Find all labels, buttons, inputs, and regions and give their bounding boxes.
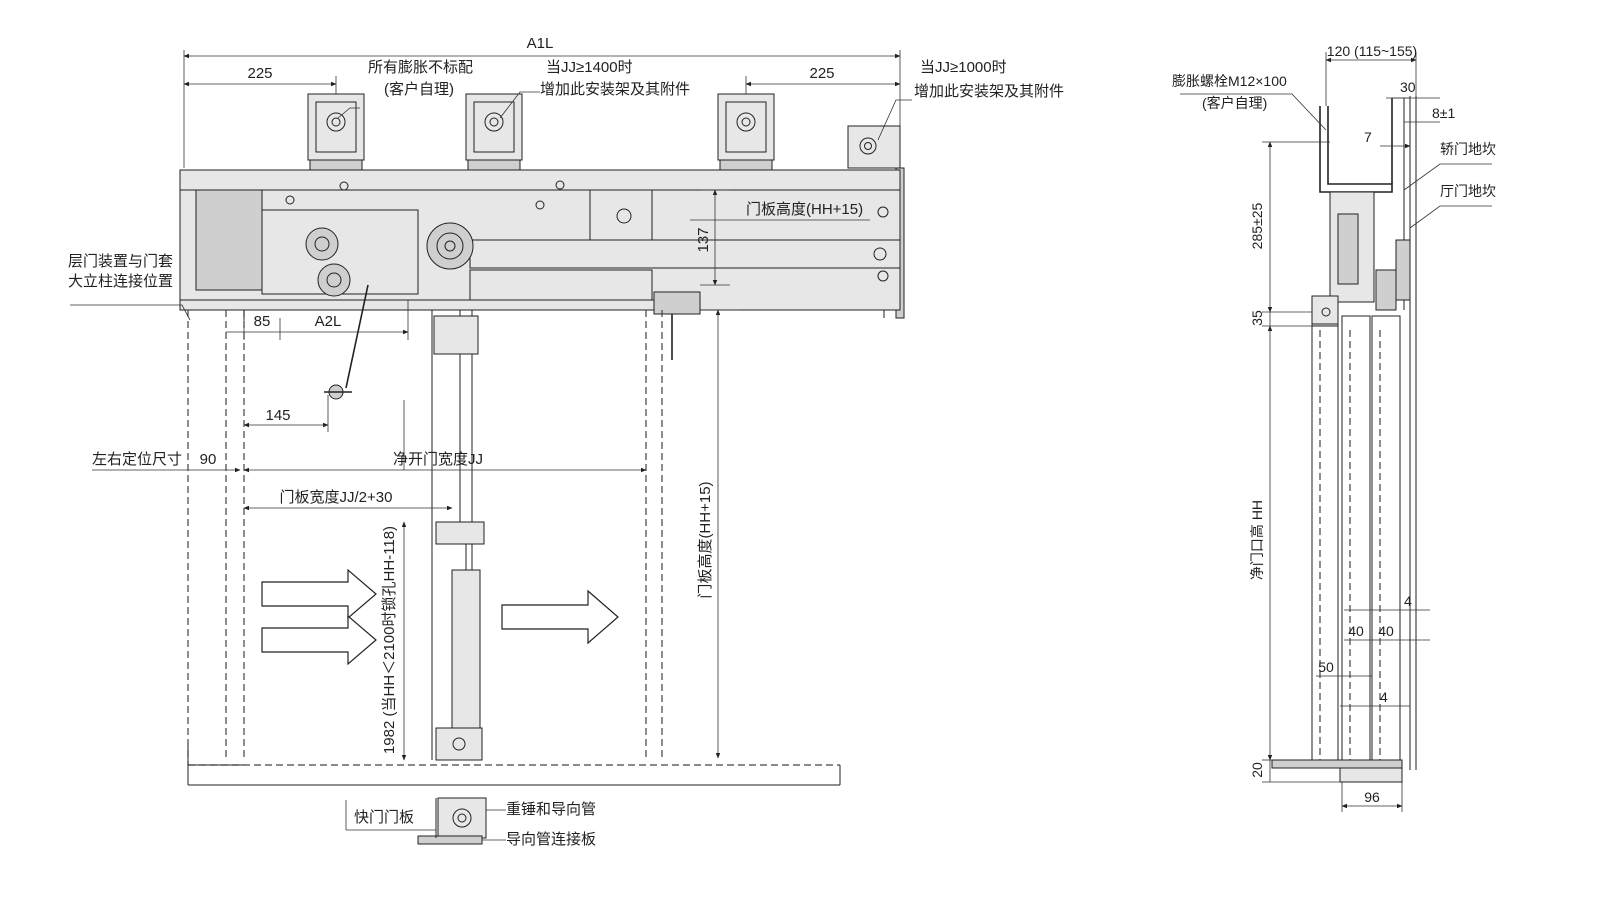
dimension-90-clear-width (92, 400, 647, 473)
label-side-7: 7 (1364, 129, 1372, 145)
label-fast-panel: 快门门板 (354, 808, 414, 826)
label-side-clear-height: 净门口高 HH (1249, 500, 1265, 580)
label-side-50: 50 (1318, 659, 1334, 675)
counterweight-tube (435, 521, 485, 761)
label-145: 145 (265, 407, 290, 424)
side-bracket (1319, 96, 1417, 770)
door-frame-outline (187, 310, 841, 786)
label-85: 85 (254, 313, 271, 330)
label-lock-height: 1982 (当HH＜2100时锁孔HH-118) (381, 526, 398, 754)
side-hanger-rollers (1311, 191, 1411, 327)
front-view (70, 50, 912, 845)
label-side-40-a: 40 (1348, 623, 1364, 639)
label-side-4-top: 4 (1404, 593, 1412, 609)
side-callout-leaders (1180, 93, 1492, 229)
label-side-96: 96 (1364, 789, 1380, 805)
label-side-landing-sill: 厅门地坎 (1440, 183, 1496, 199)
label-side-20: 20 (1249, 762, 1265, 778)
label-positioning: 左右定位尺寸 (92, 451, 182, 468)
side-door-panels (1311, 315, 1401, 765)
label-137: 137 (695, 227, 712, 252)
side-sills (1271, 759, 1403, 783)
labels: A1L 225 225 所有膨胀不标配 (客户自理) 当JJ≥1400时 增加此… (68, 35, 1496, 848)
label-side-35: 35 (1249, 310, 1265, 326)
label-counterweight: 重锤和导向管 (506, 801, 596, 818)
label-door-height-top: 门板高度(HH+15) (746, 200, 863, 218)
label-bracket-1400-2: 增加此安装架及其附件 (540, 81, 690, 98)
label-bracket-1000-2: 增加此安装架及其附件 (914, 83, 1064, 100)
label-anchor-bolts-2: (客户自理) (384, 81, 454, 98)
label-connection-1: 层门装置与门套 (68, 253, 173, 270)
label-side-bolt-1: 膨胀螺栓M12×100 (1172, 73, 1287, 89)
label-anchor-bolts-1: 所有膨胀不标配 (368, 59, 473, 76)
label-side-285: 285±25 (1249, 202, 1265, 249)
opening-arrows (261, 568, 619, 666)
label-225-left: 225 (247, 65, 272, 82)
door-header-operator (179, 169, 901, 360)
label-connection-2: 大立柱连接位置 (68, 273, 173, 290)
label-side-car-sill: 轿门地坎 (1440, 141, 1496, 157)
side-dimensions (1262, 52, 1440, 812)
label-panel-width: 门板宽度JJ/2+30 (280, 488, 393, 506)
label-door-height-side: 门板高度(HH+15) (696, 481, 714, 598)
label-side-8: 8±1 (1432, 105, 1455, 121)
label-side-30: 30 (1400, 79, 1416, 95)
mounting-bracket-middle (465, 93, 523, 171)
dimension-a1l (183, 50, 901, 168)
label-a1l: A1L (527, 35, 554, 52)
mounting-bracket-left (307, 93, 365, 171)
label-90: 90 (200, 451, 217, 468)
dimension-door-height-side (700, 309, 740, 759)
label-side-120: 120 (115~155) (1327, 43, 1417, 59)
callout-leaders (70, 91, 912, 841)
label-bracket-1000-1: 当JJ≥1000时 (920, 59, 1007, 76)
dimension-137 (690, 189, 870, 286)
dimension-85-a2l (226, 300, 409, 340)
side-view (1180, 52, 1492, 812)
label-a2l: A2L (315, 313, 342, 330)
label-bracket-1400-1: 当JJ≥1400时 (546, 59, 633, 76)
mounting-bracket-right (717, 93, 775, 171)
label-side-4-bottom: 4 (1380, 689, 1388, 705)
counterweight-bottom-detail (417, 797, 487, 845)
label-clear-width: 净开门宽度JJ (393, 451, 483, 468)
label-guide-plate: 导向管连接板 (506, 830, 596, 848)
dimension-145 (243, 395, 329, 432)
label-side-bolt-2: (客户自理) (1202, 95, 1267, 111)
label-side-40-b: 40 (1378, 623, 1394, 639)
label-225-right: 225 (809, 65, 834, 82)
